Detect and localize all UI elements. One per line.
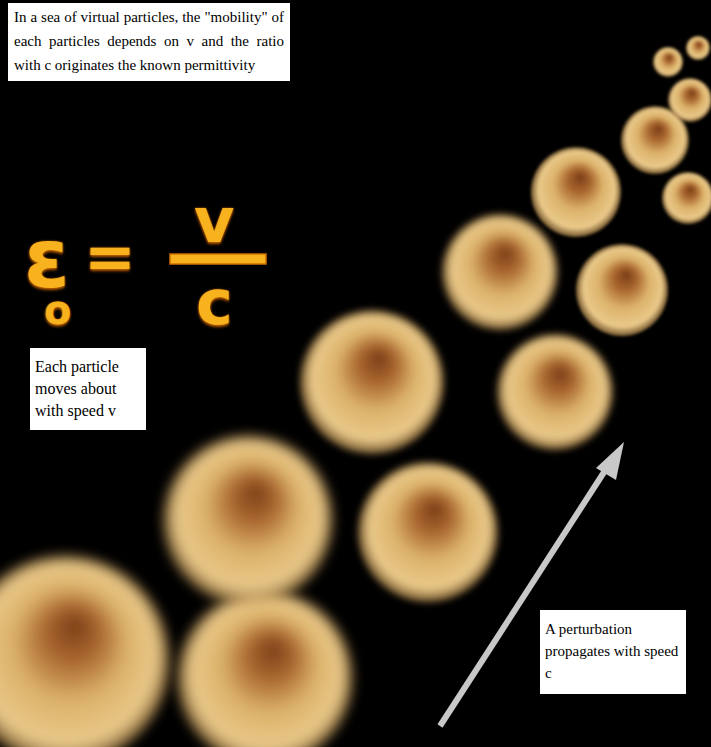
subscript: o [44,290,71,330]
particle [662,172,711,224]
note-text: In a sea of virtual particles, the "mobi… [14,5,284,77]
particle [300,310,444,454]
particle [358,462,498,602]
note-box: In a sea of virtual particles, the "mobi… [8,3,290,81]
note-box: Each particle moves about with speed v [30,348,146,430]
particle [0,555,170,747]
equals-sign: = [84,226,136,288]
particle [686,36,710,60]
particle [531,147,621,237]
particle [576,244,668,336]
particle [653,47,683,77]
denominator: c [196,272,233,334]
particle [163,435,333,605]
particle [177,590,353,747]
particle [668,78,711,122]
note-text: A perturbation propagates with speed c [545,618,681,684]
note-text: Each particle moves about with speed v [35,356,141,422]
fraction-bar [170,254,266,264]
arrow-head [596,442,624,480]
particle [497,334,613,450]
note-box: A perturbation propagates with speed c [540,610,686,694]
epsilon-symbol: ε [24,218,70,300]
particle [442,214,558,330]
numerator: v [194,190,234,252]
